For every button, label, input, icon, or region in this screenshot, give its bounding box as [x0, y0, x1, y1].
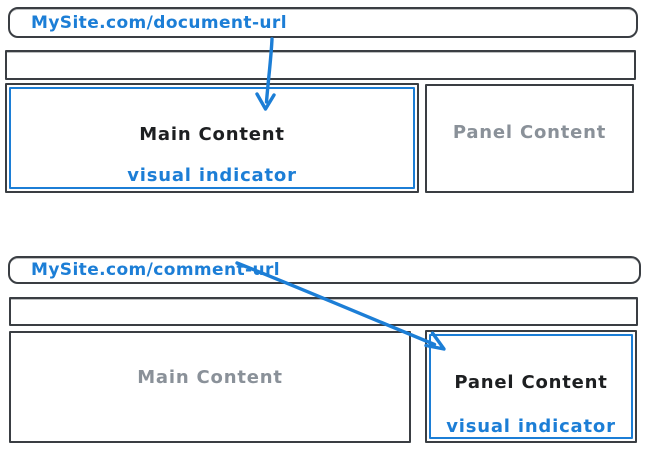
main-content-box-fig2: Main Content: [9, 331, 411, 443]
header-bar-fig1: [5, 50, 636, 80]
url-bar-comment: MySite.com/comment-url: [8, 256, 641, 284]
panel-content-box-fig2: Panel Content visual indicator: [425, 330, 637, 443]
panel-content-label-fig2: Panel Content: [454, 372, 608, 393]
header-bar-fig2: [9, 297, 638, 326]
visual-indicator-label-fig1: visual indicator: [127, 165, 297, 186]
url-text-comment: MySite.com/comment-url: [31, 260, 280, 280]
url-bar-document: MySite.com/document-url: [8, 7, 638, 38]
panel-content-box-fig1: Panel Content: [425, 84, 634, 193]
main-content-box-fig1: Main Content visual indicator: [5, 83, 419, 193]
main-content-label-fig2: Main Content: [137, 367, 283, 388]
url-text-document: MySite.com/document-url: [31, 12, 287, 33]
visual-indicator-label-fig2: visual indicator: [446, 416, 616, 437]
main-content-label-fig1: Main Content: [139, 124, 285, 145]
panel-content-label-fig1: Panel Content: [452, 122, 607, 143]
